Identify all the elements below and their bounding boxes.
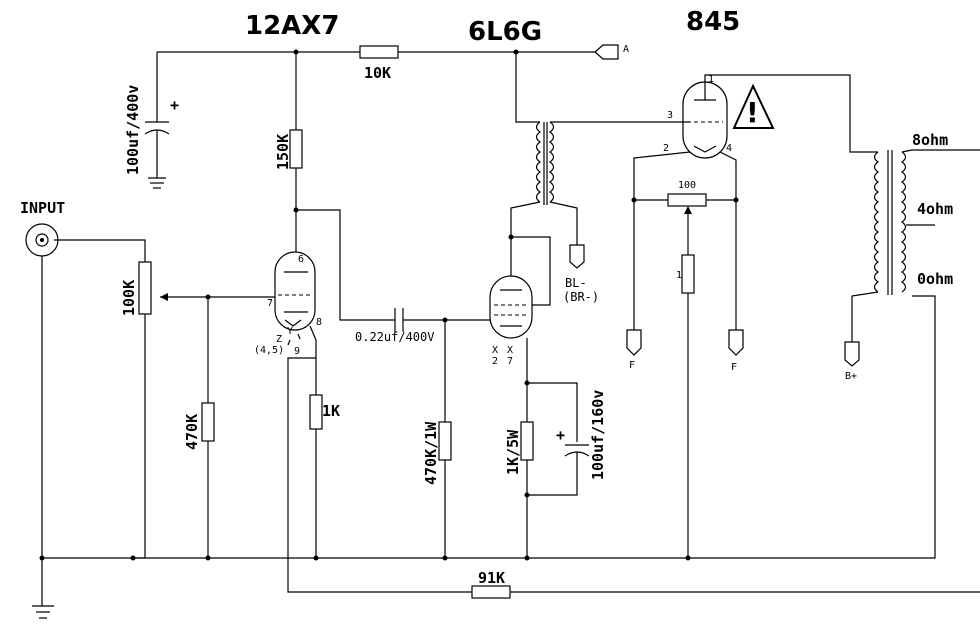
- input-jack[interactable]: [25, 223, 59, 257]
- resistor-1k: [309, 394, 323, 558]
- resistor-150k-label: 150K: [274, 134, 292, 170]
- pin-n7-label: 7: [507, 356, 513, 367]
- pin-n2-label: 2: [492, 356, 498, 367]
- resistor-1k-label: 1K: [322, 402, 340, 420]
- resistor-470k-1w-label: 470K/1W: [422, 421, 440, 485]
- tube-label-845: 845: [686, 7, 740, 37]
- output-0ohm-label: 0ohm: [917, 270, 953, 288]
- connector-br-label: (BR-): [563, 290, 599, 304]
- resistor-1-label: 1: [676, 270, 682, 281]
- filament-f-right-label: F: [731, 362, 737, 373]
- connector-bl-label: BL-: [565, 276, 587, 290]
- pin-45-label: (4,5): [254, 345, 284, 356]
- resistor-1k-5w-label: 1K/5W: [504, 429, 522, 475]
- warning-icon-mark: !: [746, 96, 759, 129]
- warning-icon: !: [732, 83, 775, 129]
- tube-pin-2-label: 2: [663, 143, 669, 154]
- resistor-470k-1w: [438, 320, 452, 558]
- pin-x2-label: X: [507, 345, 513, 356]
- bplus-label: B+: [845, 371, 857, 382]
- resistor-10k-label: 10K: [364, 64, 391, 82]
- interstage-transformer: [510, 52, 690, 269]
- tube-pin-4-label: 4: [726, 143, 732, 154]
- pin-x1-label: X: [492, 345, 498, 356]
- supply-capacitor-plus: +: [170, 96, 179, 114]
- cathode-capacitor-label: 100uf/160v: [589, 390, 607, 480]
- tube-6l6g: [489, 234, 551, 339]
- tube-label-6l6g: 6L6G: [468, 17, 542, 47]
- volume-pot-100k[interactable]: [138, 261, 152, 558]
- coupling-capacitor-label: 0.22uf/400V: [355, 330, 434, 344]
- pin-heater-y-label: Y: [287, 326, 293, 337]
- hum-pot-label: 100: [678, 180, 696, 191]
- output-transformer: [844, 149, 980, 367]
- pin-8-label: 8: [316, 317, 322, 328]
- pot-100k-label: 100K: [120, 280, 138, 316]
- resistor-470k-label: 470K: [183, 414, 201, 450]
- feedback-resistor-91k: [287, 357, 980, 599]
- output-8ohm-label: 8ohm: [912, 131, 948, 149]
- pin-9-label: 9: [294, 346, 300, 357]
- supply-capacitor: [144, 52, 170, 189]
- tube-pin-1-label: 1: [708, 74, 714, 85]
- filament-f-left-label: F: [629, 360, 635, 371]
- cathode-capacitor-plus: +: [556, 426, 565, 444]
- tube-pin-3-label: 3: [667, 110, 673, 121]
- tube-label-12ax7: 12AX7: [245, 11, 339, 41]
- coupling-capacitor: [394, 308, 490, 332]
- connector-a-label: A: [623, 44, 629, 55]
- supply-capacitor-label: 100uf/400v: [124, 85, 142, 175]
- ground-rail: [39, 295, 936, 561]
- driver-cathode-network: [520, 338, 590, 558]
- tube-12ax7: [274, 251, 316, 331]
- resistor-91k-label: 91K: [478, 569, 505, 587]
- input-label: INPUT: [20, 199, 65, 217]
- top-supply-rail: [157, 44, 619, 60]
- filament-network: [626, 151, 744, 558]
- ground-symbol: [32, 605, 54, 619]
- pin-heater-z-label: Z: [276, 334, 282, 345]
- tube-845: [682, 74, 878, 159]
- pin-6-label: 6: [298, 254, 304, 265]
- pin-7-label: 7: [267, 298, 273, 309]
- output-4ohm-label: 4ohm: [917, 200, 953, 218]
- resistor-470k: [201, 297, 215, 558]
